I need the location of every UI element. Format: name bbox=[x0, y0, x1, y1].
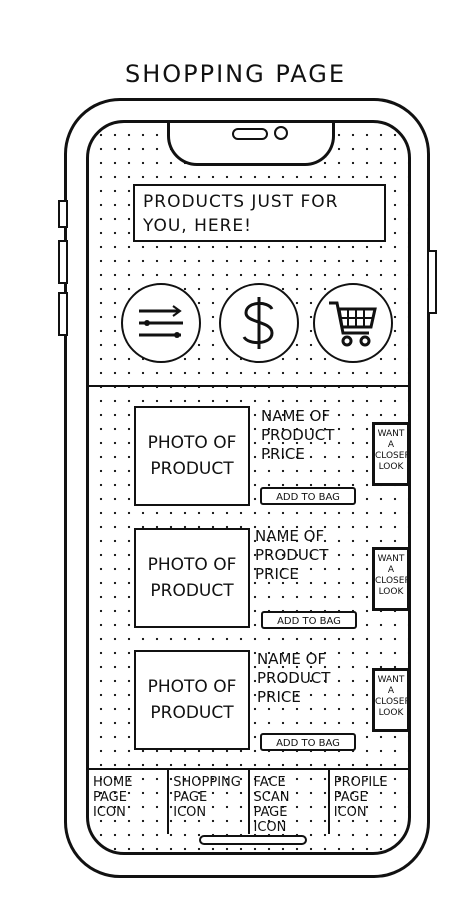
photo-label-line-2: PRODUCT bbox=[150, 703, 234, 723]
product-price: PRICE bbox=[261, 445, 305, 463]
speaker-icon bbox=[232, 128, 268, 140]
bottom-tab-bar: HOME PAGE ICON SHOPPING PAGE ICON FACE S… bbox=[89, 768, 408, 835]
closer-label: LOOK bbox=[378, 462, 404, 472]
tab-label: PAGE bbox=[333, 790, 368, 805]
page-title: SHOPPING PAGE bbox=[124, 60, 347, 88]
closer-label: WANT bbox=[377, 429, 405, 439]
cart-button[interactable] bbox=[313, 283, 393, 363]
product-name-line-1: NAME OF bbox=[257, 650, 327, 668]
tab-label: ICON bbox=[253, 820, 287, 835]
phone-frame bbox=[64, 98, 430, 878]
closer-label: CLOSER bbox=[375, 451, 411, 461]
tab-label: PAGE bbox=[173, 790, 208, 805]
closer-label: CLOSER bbox=[375, 576, 411, 586]
banner-line-2: YOU, HERE! bbox=[143, 216, 252, 236]
section-divider bbox=[89, 385, 408, 387]
product-name-line-2: PRODUCT bbox=[255, 546, 329, 564]
product-name-line-2: PRODUCT bbox=[257, 669, 331, 687]
tab-profile[interactable]: PROFILE PAGE ICON bbox=[330, 770, 408, 834]
tab-label: FACE bbox=[253, 775, 286, 790]
add-to-bag-button[interactable]: ADD TO BAG bbox=[261, 611, 357, 629]
closer-label: A bbox=[387, 565, 395, 575]
product-name-line-2: PRODUCT bbox=[261, 426, 335, 444]
photo-label-line-1: PHOTO OF bbox=[147, 433, 237, 453]
closer-label: A bbox=[387, 686, 395, 696]
product-price: PRICE bbox=[255, 565, 299, 583]
power-button bbox=[427, 250, 437, 314]
notch bbox=[167, 123, 335, 166]
closer-label: LOOK bbox=[378, 708, 404, 718]
product-info: NAME OF PRODUCT PRICE bbox=[255, 527, 365, 584]
product-photo[interactable]: PHOTO OF PRODUCT bbox=[134, 650, 250, 750]
tab-label: SCAN PAGE bbox=[253, 790, 290, 820]
product-photo[interactable]: PHOTO OF PRODUCT bbox=[134, 406, 250, 506]
product-price: PRICE bbox=[257, 688, 301, 706]
closer-label: WANT bbox=[377, 675, 405, 685]
closer-look-button[interactable]: WANT A CLOSER LOOK bbox=[372, 422, 411, 486]
tab-face-scan[interactable]: FACE SCAN PAGE ICON bbox=[250, 770, 330, 835]
home-indicator[interactable] bbox=[199, 835, 307, 845]
closer-label: WANT bbox=[377, 554, 405, 564]
promo-banner: PRODUCTS JUST FOR YOU, HERE! bbox=[133, 184, 386, 242]
photo-label-line-1: PHOTO OF bbox=[147, 555, 237, 575]
tab-label: ICON bbox=[333, 805, 367, 820]
product-photo[interactable]: PHOTO OF PRODUCT bbox=[134, 528, 250, 628]
tab-label: HOME bbox=[93, 775, 133, 790]
add-to-bag-button[interactable]: ADD TO BAG bbox=[260, 733, 356, 751]
tab-label: ICON bbox=[93, 805, 126, 820]
tab-label: PAGE bbox=[93, 790, 127, 805]
banner-line-1: PRODUCTS JUST FOR bbox=[143, 192, 339, 212]
filter-sliders-icon bbox=[139, 305, 183, 338]
photo-label-line-2: PRODUCT bbox=[150, 581, 234, 601]
volume-down-button bbox=[58, 292, 68, 336]
dollar-icon bbox=[242, 297, 274, 349]
tab-home[interactable]: HOME PAGE ICON bbox=[89, 770, 170, 834]
tab-label: PROFILE bbox=[333, 775, 388, 790]
price-button[interactable] bbox=[219, 283, 299, 363]
side-button bbox=[58, 200, 68, 228]
photo-label-line-1: PHOTO OF bbox=[147, 677, 237, 697]
phone-screen: PRODUCTS JUST FOR YOU, HERE! bbox=[86, 120, 411, 855]
volume-up-button bbox=[58, 240, 68, 284]
product-info: NAME OF PRODUCT PRICE bbox=[261, 407, 371, 464]
camera-icon bbox=[274, 126, 288, 140]
closer-look-button[interactable]: WANT A CLOSER LOOK bbox=[372, 668, 411, 732]
filter-button[interactable] bbox=[121, 283, 201, 363]
tab-label: SHOPPING bbox=[173, 775, 241, 790]
closer-label: LOOK bbox=[378, 587, 404, 597]
product-name-line-1: NAME OF bbox=[255, 527, 325, 545]
add-to-bag-button[interactable]: ADD TO BAG bbox=[260, 487, 356, 505]
tab-label: ICON bbox=[173, 805, 207, 820]
cart-icon bbox=[329, 301, 377, 347]
product-name-line-1: NAME OF bbox=[261, 407, 331, 425]
closer-label: CLOSER bbox=[375, 697, 411, 707]
product-info: NAME OF PRODUCT PRICE bbox=[257, 650, 367, 707]
closer-look-button[interactable]: WANT A CLOSER LOOK bbox=[372, 547, 411, 611]
closer-label: A bbox=[387, 440, 395, 450]
photo-label-line-2: PRODUCT bbox=[150, 459, 234, 479]
tab-shopping[interactable]: SHOPPING PAGE ICON bbox=[169, 770, 250, 834]
